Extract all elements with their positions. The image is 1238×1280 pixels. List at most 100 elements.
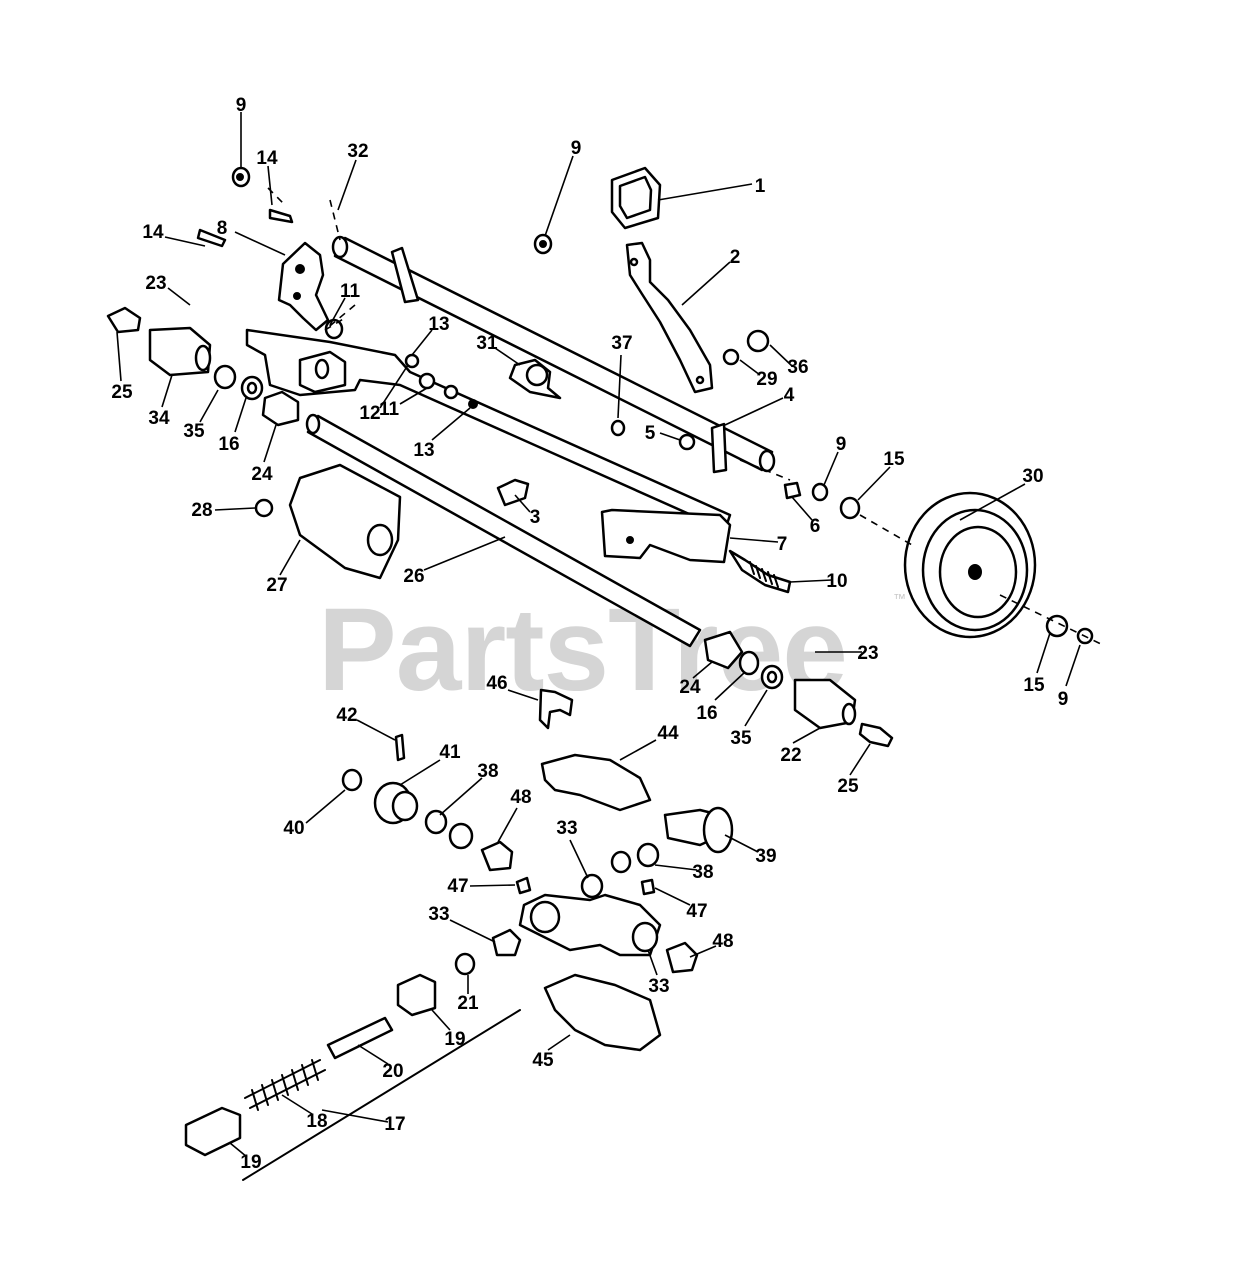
callout-label-c3: 3	[530, 507, 541, 528]
small-hardware-upper	[196, 166, 1094, 645]
callout-label-c14b: 14	[142, 222, 164, 243]
callout-leader-c48a	[497, 807, 518, 843]
roller-shaft-part-26	[305, 413, 702, 648]
callout-leader-c22	[792, 727, 821, 744]
callout-label-c31: 31	[476, 333, 498, 354]
callout-leader-c33a	[569, 839, 589, 879]
callout-leader-c1	[657, 183, 753, 201]
bracket-part-2	[625, 241, 714, 394]
callout-label-c21: 21	[457, 993, 479, 1014]
callout-label-c32: 32	[347, 141, 368, 162]
callout-leader-c45	[547, 1034, 571, 1051]
callout-leader-group	[116, 112, 1081, 1158]
main-shaft-part	[331, 235, 776, 474]
callout-leader-c33c	[647, 949, 658, 976]
callout-label-c6: 6	[810, 516, 821, 537]
callout-leader-c25a	[116, 331, 122, 382]
callout-label-c17: 17	[384, 1114, 405, 1135]
callout-leader-c38a	[439, 777, 483, 816]
callout-label-c15b: 15	[1023, 675, 1045, 696]
callout-leader-c9b	[544, 155, 574, 237]
callout-label-c23a: 23	[145, 273, 166, 294]
callout-leader-c46	[507, 689, 539, 701]
callout-leader-c33b	[449, 919, 496, 943]
callout-label-c42: 42	[336, 705, 357, 726]
callout-leader-c7	[729, 537, 779, 543]
callout-label-c16b: 16	[696, 703, 717, 724]
callout-label-c19b: 19	[240, 1152, 261, 1173]
callout-leader-c24a	[263, 424, 277, 463]
callout-label-c10: 10	[826, 571, 847, 592]
callout-leader-c39	[724, 834, 759, 853]
callout-leader-c41	[399, 759, 441, 786]
callout-label-c47a: 47	[447, 876, 468, 897]
gearbox-housing-part	[518, 893, 662, 957]
callout-label-c40: 40	[283, 818, 304, 839]
pad-part-1	[610, 166, 662, 230]
callout-label-c15a: 15	[883, 449, 905, 470]
callout-label-c8: 8	[217, 218, 228, 239]
callout-leader-c15a	[857, 466, 891, 501]
callout-label-c13b: 13	[413, 440, 434, 461]
callout-label-c12: 12	[359, 403, 380, 424]
callout-leader-c47a	[469, 884, 516, 887]
bracket-part-8	[277, 241, 330, 332]
callout-label-c11a: 11	[340, 281, 361, 302]
wheel-part-30	[903, 491, 1037, 639]
callout-label-c35b: 35	[730, 728, 752, 749]
callout-leader-c44	[619, 739, 657, 761]
callout-leader-c11a	[329, 297, 346, 326]
callout-label-c33a: 33	[556, 818, 577, 839]
callout-leader-c24b	[692, 661, 713, 679]
callout-label-c47b: 47	[686, 901, 707, 922]
callout-label-c44: 44	[657, 723, 679, 744]
callout-label-c25a: 25	[111, 382, 133, 403]
callout-leader-c30	[959, 483, 1026, 521]
callout-leader-c13b	[431, 407, 471, 441]
callout-label-c48b: 48	[712, 931, 733, 952]
callout-leader-c26	[423, 536, 506, 571]
callout-leader-c12	[379, 364, 409, 409]
callout-label-c39: 39	[755, 846, 776, 867]
callout-label-c9b: 9	[571, 138, 582, 159]
callout-label-c33b: 33	[428, 904, 449, 925]
callout-leader-c4	[724, 397, 784, 426]
callout-leader-c11b	[399, 387, 428, 405]
lever-arm-part-12	[245, 328, 732, 532]
callout-leader-c9c	[823, 451, 839, 486]
callout-leader-c16b	[714, 671, 746, 701]
callout-leader-c25b	[849, 743, 871, 776]
callout-label-c24a: 24	[251, 464, 273, 485]
callout-label-c29: 29	[756, 369, 777, 390]
callout-label-c11b: 11	[379, 399, 400, 420]
callout-leader-c34	[161, 374, 173, 408]
callout-label-c5: 5	[645, 423, 656, 444]
watermark-text: PartsTree	[318, 584, 847, 716]
callout-label-c7: 7	[777, 534, 788, 555]
callout-label-c25b: 25	[837, 776, 859, 797]
callout-label-c37: 37	[611, 333, 632, 354]
callout-label-c35a: 35	[183, 421, 205, 442]
callout-label-group: 1234567899991011111213131414151516161718…	[111, 95, 1068, 1173]
callout-leader-c8	[234, 231, 286, 256]
gear-shaft-part-39	[663, 806, 734, 854]
callout-leader-c2	[681, 261, 731, 306]
gear-part-41	[373, 781, 419, 825]
callout-leader-c15b	[1036, 632, 1051, 674]
callout-label-c41: 41	[439, 742, 461, 763]
callout-label-c1: 1	[755, 176, 766, 197]
callout-label-c33c: 33	[648, 976, 669, 997]
callout-leader-c19a	[431, 1009, 451, 1031]
callout-label-c38b: 38	[692, 862, 713, 883]
callout-label-c14a: 14	[256, 148, 278, 169]
callout-label-c13a: 13	[428, 314, 449, 335]
callout-label-c48a: 48	[510, 787, 531, 808]
small-hardware-lower	[341, 733, 699, 976]
callout-label-c18: 18	[306, 1111, 327, 1132]
callout-label-c22: 22	[780, 745, 801, 766]
callout-leader-c14a	[267, 165, 273, 206]
callout-leader-c13a	[411, 329, 433, 356]
callout-label-c34: 34	[148, 408, 170, 429]
callout-leader-c10	[789, 579, 833, 583]
